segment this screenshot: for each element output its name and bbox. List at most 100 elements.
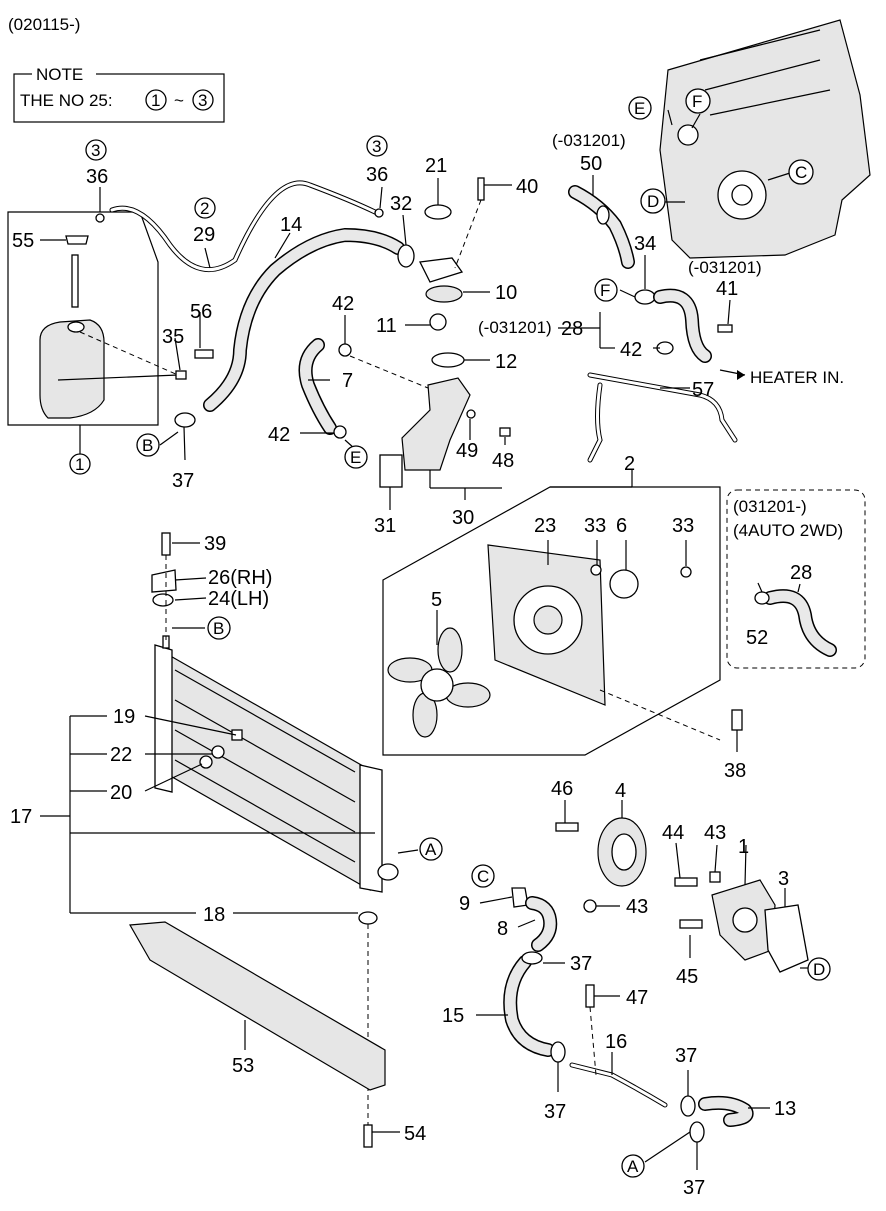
part-label-57: 57 bbox=[692, 379, 714, 401]
clamp-37-b bbox=[174, 412, 196, 428]
bolt-39 bbox=[161, 532, 171, 556]
part-label-48: 48 bbox=[492, 450, 514, 472]
part-label-42-upper: 42 bbox=[332, 293, 354, 315]
radiator-mounts bbox=[151, 532, 378, 1125]
clamp-37-15bottom bbox=[550, 1041, 566, 1063]
mark-1: 1 bbox=[75, 455, 84, 474]
bolt-44 bbox=[674, 877, 698, 887]
mark-2: 2 bbox=[200, 199, 209, 218]
part-label-39: 39 bbox=[204, 533, 226, 555]
clamp-37-16 bbox=[680, 1095, 696, 1117]
part-label-20: 20 bbox=[110, 782, 132, 804]
water-pipe-16 bbox=[569, 1062, 668, 1108]
part-label-31: 31 bbox=[374, 515, 396, 537]
part-label-3: 3 bbox=[778, 868, 789, 890]
part-label-45: 45 bbox=[676, 966, 698, 988]
clamp-34 bbox=[634, 289, 656, 305]
part-label-29: 29 bbox=[193, 224, 215, 246]
part-label-49: 49 bbox=[456, 440, 478, 462]
part-label-37-pipe: 37 bbox=[675, 1045, 697, 1067]
note-mark-from: 1 bbox=[151, 91, 160, 110]
mark-E-hose: E bbox=[350, 448, 361, 467]
part-label-37-bottom: 37 bbox=[544, 1101, 566, 1123]
part-label-16: 16 bbox=[605, 1031, 627, 1053]
callout-031201-engine: (-031201) bbox=[688, 258, 762, 277]
plug-20 bbox=[199, 755, 213, 769]
bracket-26 bbox=[151, 569, 177, 593]
part-label-8: 8 bbox=[497, 918, 508, 940]
part-label-37-lower: 37 bbox=[683, 1177, 705, 1199]
part-label-43-top: 43 bbox=[704, 822, 726, 844]
part-label-43-bottom: 43 bbox=[626, 896, 648, 918]
header-code: (020115-) bbox=[8, 15, 80, 34]
part-label-42-lower: 42 bbox=[268, 424, 290, 446]
part-label-28-variant: 28 bbox=[790, 562, 812, 584]
mark-D-engine: D bbox=[647, 192, 659, 211]
bolt-41 bbox=[717, 324, 733, 333]
part-label-54: 54 bbox=[404, 1123, 426, 1145]
mark-E-engine: E bbox=[634, 99, 645, 118]
part-labels: 1 2 3 4 5 6 7 8 9 10 11 12 13 14 15 16 1… bbox=[10, 153, 812, 1199]
nut-33-left bbox=[590, 564, 602, 576]
part-label-30: 30 bbox=[452, 507, 474, 529]
note-box: NOTE THE NO 25: 1 ~ 3 bbox=[13, 64, 225, 123]
note-text: THE NO 25: bbox=[20, 91, 113, 110]
part-label-21: 21 bbox=[425, 155, 447, 177]
clamp-37-13 bbox=[689, 1121, 705, 1143]
leader-lines bbox=[40, 109, 808, 1170]
mark-C-engine: C bbox=[795, 163, 807, 182]
fan-shroud-group bbox=[382, 470, 743, 756]
bracket-17 bbox=[40, 715, 375, 914]
callout-heater-in: HEATER IN. bbox=[750, 368, 844, 387]
part-label-26: 26(RH) bbox=[208, 567, 272, 589]
mark-F-hose: F bbox=[600, 281, 610, 300]
part-label-46: 46 bbox=[551, 778, 573, 800]
clamp-52 bbox=[754, 591, 770, 605]
engine-block bbox=[659, 19, 871, 259]
insulator-18 bbox=[358, 911, 378, 925]
bolt-38 bbox=[731, 709, 743, 731]
part-label-24: 24(LH) bbox=[208, 588, 269, 610]
water-inlet-30 bbox=[401, 377, 471, 471]
reservoir-dipstick bbox=[71, 254, 79, 308]
note-tilde: ~ bbox=[174, 91, 184, 110]
bolt-35 bbox=[175, 370, 187, 380]
bolt-56 bbox=[194, 349, 214, 359]
fan-5 bbox=[387, 627, 491, 738]
bolt-48 bbox=[499, 427, 511, 437]
clamp-42-top bbox=[338, 343, 352, 357]
note-title: NOTE bbox=[36, 65, 83, 84]
part-label-32: 32 bbox=[390, 193, 412, 215]
part-label-56: 56 bbox=[190, 301, 212, 323]
bolt-40 bbox=[477, 177, 485, 201]
part-label-11: 11 bbox=[376, 315, 397, 337]
water-outlet-10 bbox=[419, 257, 464, 283]
clamp-37-15top bbox=[521, 951, 543, 965]
part-label-2: 2 bbox=[624, 453, 635, 475]
part-label-36-right: 36 bbox=[366, 164, 388, 186]
callout-variant-line1: (031201-) bbox=[733, 497, 807, 516]
insulator-24 bbox=[152, 593, 174, 607]
callout-031201-50: (-031201) bbox=[552, 131, 626, 150]
reservoir-tank bbox=[39, 319, 105, 419]
sensor-49 bbox=[466, 409, 476, 419]
bolt-47 bbox=[585, 984, 595, 1008]
part-label-37-reservoir: 37 bbox=[172, 470, 194, 492]
variant-box bbox=[726, 489, 866, 669]
bolt-46 bbox=[555, 822, 579, 832]
lower-guard-53 bbox=[129, 921, 386, 1091]
radiator bbox=[154, 635, 399, 893]
mark-C-pipe: C bbox=[477, 867, 489, 886]
reservoir-cap bbox=[65, 235, 89, 245]
mark-3-left: 3 bbox=[91, 141, 100, 160]
clamp-32 bbox=[397, 244, 415, 268]
part-label-28: 28 bbox=[561, 318, 583, 340]
mark-3-right: 3 bbox=[372, 137, 381, 156]
bolt-45 bbox=[679, 919, 703, 929]
part-label-47: 47 bbox=[626, 987, 648, 1009]
reservoir-group bbox=[7, 211, 214, 455]
mark-A-radiator: A bbox=[425, 840, 437, 859]
part-label-52: 52 bbox=[746, 627, 768, 649]
drain-plug-19 bbox=[231, 729, 243, 741]
clip-36-left bbox=[95, 213, 105, 223]
